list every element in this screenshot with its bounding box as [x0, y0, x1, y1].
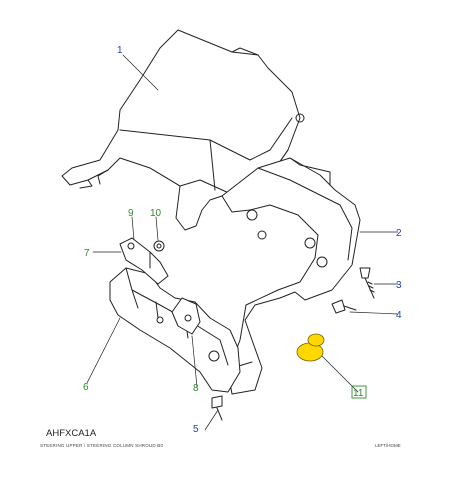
callout-1: 1: [117, 45, 123, 56]
callout-6: 6: [83, 382, 89, 393]
screw-4: [331, 299, 357, 314]
callout-5: 5: [193, 424, 199, 435]
column-bracket: [109, 267, 241, 393]
callout-11-box: [351, 385, 367, 399]
diagram-caption: STEERING UPPER / STEERING COLUMN SHROUD …: [40, 443, 164, 448]
highlighted-plug: [296, 333, 325, 362]
nut: [153, 240, 165, 252]
diagram-side-label: LEFT/HOME: [375, 443, 401, 448]
callout-10: 10: [150, 208, 162, 219]
diagram-code: AHFXCA1A: [46, 428, 97, 439]
callout-4: 4: [396, 310, 402, 321]
lower-clip: [171, 297, 201, 335]
callout-3: 3: [396, 280, 402, 291]
screw-3: [359, 267, 375, 299]
callout-8: 8: [193, 383, 199, 394]
upper-shroud: [61, 29, 305, 231]
callout-2: 2: [396, 228, 402, 239]
lower-shroud: [221, 157, 361, 395]
bracket-clip: [119, 237, 169, 285]
callout-11: 11: [353, 388, 364, 399]
callout-9: 9: [128, 208, 134, 219]
callout-7: 7: [84, 248, 90, 259]
